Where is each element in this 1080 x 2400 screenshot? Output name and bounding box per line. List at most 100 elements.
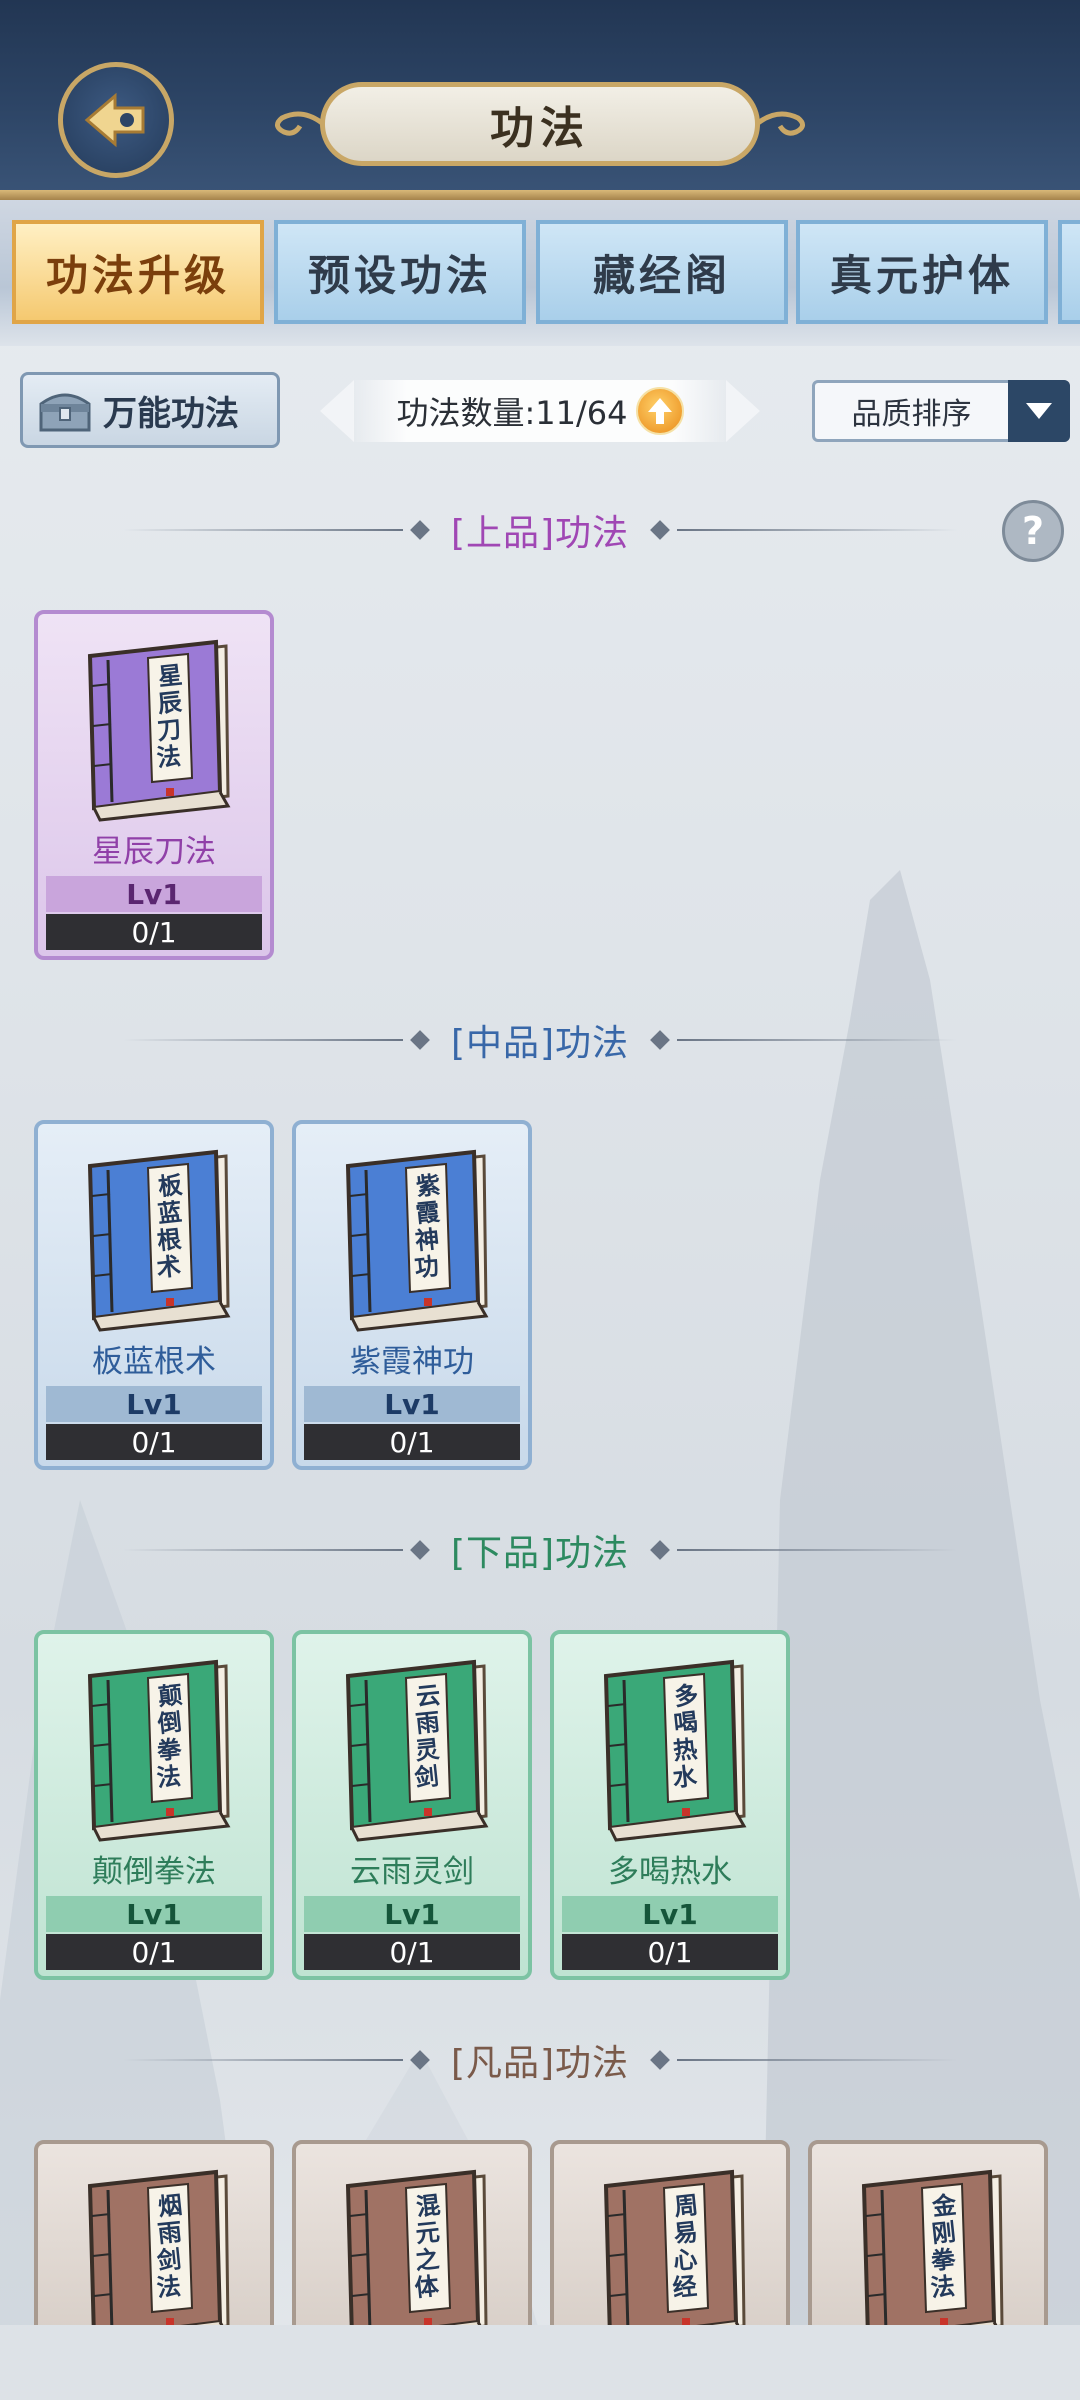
tab-more-partial[interactable] xyxy=(1058,220,1080,324)
chest-icon xyxy=(39,393,91,432)
page-title: 功法 xyxy=(490,103,590,154)
book-title-char: 心 xyxy=(672,2244,699,2275)
page-title-plate: 功法 xyxy=(320,82,760,166)
quality-sort-dropdown[interactable]: 品质排序 xyxy=(812,380,1070,442)
skill-card[interactable]: 周易心经 xyxy=(550,2140,790,2340)
skill-card[interactable]: 混元之体 xyxy=(292,2140,532,2340)
tab-preset[interactable]: 预设功法 xyxy=(274,220,526,324)
skill-name: 云雨灵剑 xyxy=(350,1854,474,1890)
skill-level: Lv1 xyxy=(304,1896,520,1932)
skill-name: 紫霞神功 xyxy=(350,1344,474,1380)
book-title-char: 霞 xyxy=(414,1197,442,1228)
skill-progress: 0/1 xyxy=(46,1424,262,1460)
skill-progress: 0/1 xyxy=(562,1934,778,1970)
book-title-char: 雨 xyxy=(156,2217,183,2248)
book-title-char: 多 xyxy=(673,1680,700,1711)
sort-label: 品质排序 xyxy=(851,397,972,432)
toolbar: 万能功法 功法数量:11/64 品质排序 xyxy=(0,360,1080,460)
book-title-char: 术 xyxy=(155,1251,182,1282)
book-title-char: 体 xyxy=(413,2271,441,2302)
book-title-char: 法 xyxy=(155,2271,182,2302)
skill-progress: 0/1 xyxy=(46,914,262,950)
skill-level: Lv1 xyxy=(46,1896,262,1932)
book-title-char: 功 xyxy=(413,1251,440,1282)
back-button[interactable] xyxy=(58,62,174,178)
book-title-char: 云 xyxy=(415,1680,442,1711)
skill-card[interactable]: 金刚拳法 xyxy=(808,2140,1048,2340)
book-title-char: 法 xyxy=(929,2271,956,2302)
skill-name: 星辰刀法 xyxy=(92,834,216,870)
count-left-arrow-icon xyxy=(320,380,354,442)
book-title-char: 烟 xyxy=(157,2190,184,2221)
tab-body-guard[interactable]: 真元护体 xyxy=(796,220,1048,324)
skill-progress: 0/1 xyxy=(46,1934,262,1970)
book-title-char: 紫 xyxy=(415,1170,442,1201)
book-title-char: 神 xyxy=(414,1224,441,1255)
book-title-char: 星 xyxy=(157,660,184,691)
book-title-char: 拳 xyxy=(930,2244,958,2275)
skill-book-icon: 紫霞神功 xyxy=(345,1149,489,1332)
help-icon[interactable]: ? xyxy=(1002,500,1064,562)
book-title-char: 混 xyxy=(415,2190,442,2221)
book-title-char: 易 xyxy=(672,2217,699,2248)
book-title-char: 喝 xyxy=(672,1707,699,1738)
title-right-ornament xyxy=(758,111,805,136)
book-title-char: 根 xyxy=(156,1224,183,1255)
skill-card[interactable]: 烟雨剑法 xyxy=(34,2140,274,2340)
book-title-char: 辰 xyxy=(156,687,183,718)
book-title-char: 倒 xyxy=(155,1707,183,1738)
skill-name: 板蓝根术 xyxy=(92,1344,216,1380)
book-title-char: 蓝 xyxy=(156,1197,183,1228)
skill-progress: 0/1 xyxy=(304,1934,520,1970)
section-header: [中品]功法 xyxy=(0,1010,1080,1070)
book-title-char: 刀 xyxy=(156,714,183,745)
skill-level: Lv1 xyxy=(46,1386,262,1422)
book-title-char: 经 xyxy=(671,2271,698,2302)
book-title-char: 金 xyxy=(930,2190,959,2222)
book-title-char: 剑 xyxy=(155,2244,183,2275)
expand-capacity-icon[interactable] xyxy=(635,387,684,435)
skill-name: 颠倒拳法 xyxy=(92,1854,216,1890)
skill-count-label: 功法数量:11/64 xyxy=(396,394,628,432)
skill-name: 多喝热水 xyxy=(608,1854,732,1890)
section-header: [下品]功法 xyxy=(0,1520,1080,1580)
universal-skill-button[interactable]: 万能功法 xyxy=(20,372,280,448)
book-title-char: 雨 xyxy=(414,1707,441,1738)
section-title: [凡品]功法 xyxy=(450,2043,630,2084)
book-title-char: 剑 xyxy=(412,1761,440,1792)
universal-skill-label: 万能功法 xyxy=(103,393,239,434)
skill-count-display: 功法数量:11/64 xyxy=(320,380,760,442)
chevron-down-icon[interactable] xyxy=(1008,380,1070,442)
skill-book-icon: 多喝热水 xyxy=(603,1659,747,1842)
section-title: [下品]功法 xyxy=(450,1533,630,1574)
book-title-char: 热 xyxy=(672,1734,699,1765)
back-arrow-icon xyxy=(84,92,145,148)
tab-upgrade[interactable]: 功法升级 xyxy=(12,220,264,324)
bottom-scroll-edge xyxy=(0,2325,1080,2400)
top-header: 功法 xyxy=(0,0,1080,200)
section-header: [上品]功法 xyxy=(0,500,1080,560)
book-title-char: 周 xyxy=(673,2190,700,2221)
skill-level: Lv1 xyxy=(46,876,262,912)
book-title-char: 刚 xyxy=(930,2217,957,2248)
section-title: [中品]功法 xyxy=(450,1023,630,1064)
book-title-char: 水 xyxy=(671,1761,699,1792)
tab-library[interactable]: 藏经阁 xyxy=(536,220,788,324)
book-title-char: 之 xyxy=(414,2244,441,2275)
book-title-char: 灵 xyxy=(414,1734,441,1765)
skill-level: Lv1 xyxy=(562,1896,778,1932)
book-title-char: 拳 xyxy=(156,1734,184,1765)
count-right-arrow-icon xyxy=(726,380,760,442)
skill-book-icon: 星辰刀法 xyxy=(87,639,231,822)
skill-progress: 0/1 xyxy=(304,1424,520,1460)
